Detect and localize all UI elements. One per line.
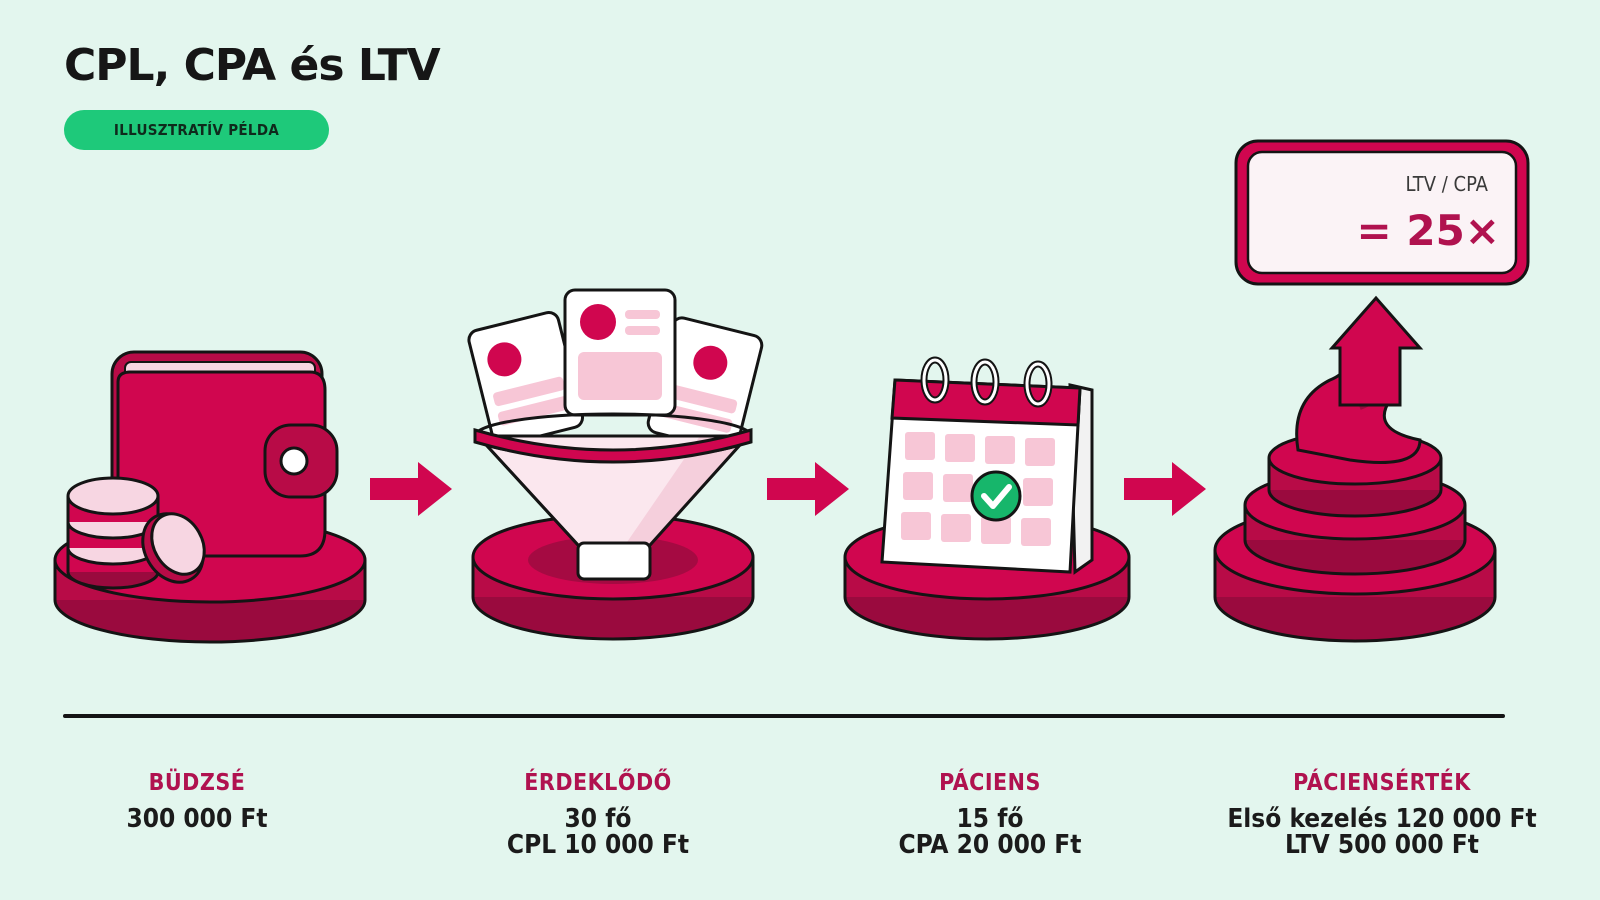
step-heading: PÁCIENS bbox=[939, 770, 1041, 796]
step-heading: BÜDZSÉ bbox=[148, 770, 246, 796]
step-caption-patient-value: PÁCIENSÉRTÉK Első kezelés 120 000 Ft LTV… bbox=[1172, 768, 1592, 858]
step-metric: CPL 10 000 Ft bbox=[506, 830, 690, 860]
calendar-check-icon bbox=[843, 356, 1131, 641]
step-value: 300 000 Ft bbox=[126, 804, 268, 834]
step-value: Első kezelés 120 000 Ft bbox=[1227, 804, 1537, 834]
step-caption-patients: PÁCIENS 15 fő CPA 20 000 Ft bbox=[780, 768, 1200, 858]
funnel-with-cards-icon bbox=[467, 288, 764, 641]
callout-value: = 25× bbox=[1356, 206, 1500, 255]
wallet-with-coins-icon bbox=[53, 350, 367, 644]
arrow-right-icon bbox=[767, 462, 849, 516]
step-metric: CPA 20 000 Ft bbox=[898, 830, 1082, 860]
step-caption-leads: ÉRDEKLŐDŐ 30 fő CPL 10 000 Ft bbox=[388, 768, 808, 858]
arrow-right-icon bbox=[1124, 462, 1206, 516]
step-value: 30 fő bbox=[564, 804, 632, 834]
step-heading: ÉRDEKLŐDŐ bbox=[524, 770, 672, 796]
growth-tower-arrow-icon bbox=[1213, 295, 1497, 643]
step-caption-budget: BÜDZSÉ 300 000 Ft bbox=[0, 768, 407, 832]
callout-label: LTV / CPA bbox=[1405, 172, 1489, 196]
step-value: 15 fő bbox=[956, 804, 1024, 834]
step-heading: PÁCIENSÉRTÉK bbox=[1293, 770, 1471, 796]
divider-line bbox=[63, 714, 1505, 718]
arrow-right-icon bbox=[370, 462, 452, 516]
page-title: CPL, CPA és LTV bbox=[64, 40, 441, 91]
illustrative-badge: ILLUSZTRATÍV PÉLDA bbox=[64, 110, 329, 150]
ratio-callout bbox=[1234, 139, 1530, 286]
step-metric: LTV 500 000 Ft bbox=[1285, 830, 1479, 860]
